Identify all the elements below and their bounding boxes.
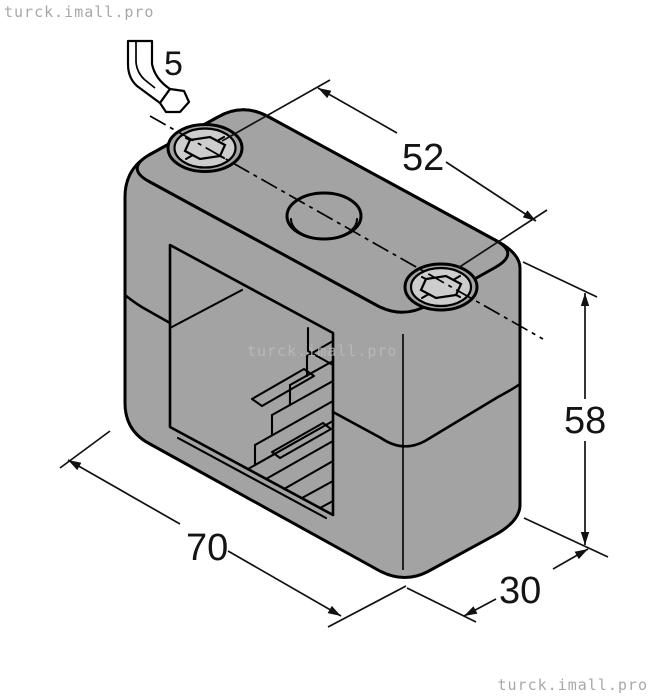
split-line-right xyxy=(331,382,522,448)
clamp-screw-right xyxy=(403,262,479,312)
dimension-depth: 30 xyxy=(406,548,589,623)
dimension-top-length: 52 xyxy=(221,79,548,269)
serration-slats xyxy=(176,339,335,520)
watermark-bottom-right: turck.imall.pro xyxy=(498,676,648,694)
dimension-hex-key-size: 5 xyxy=(164,45,183,83)
back-wall-edge xyxy=(306,326,335,367)
center-line xyxy=(149,115,544,340)
dimension-depth-value: 30 xyxy=(499,570,541,612)
window-ceiling-edge xyxy=(168,288,244,330)
split-line-left xyxy=(123,293,172,325)
watermark-top-left: turck.imall.pro xyxy=(4,3,154,21)
center-hole xyxy=(285,191,363,241)
hex-key-icon xyxy=(126,39,191,114)
dimension-height-value: 58 xyxy=(564,400,606,442)
dimension-top-length-value: 52 xyxy=(402,137,444,179)
dimension-height: 58 xyxy=(522,261,609,558)
dimension-bottom-length: 70 xyxy=(59,430,407,628)
dimension-bottom-length-value: 70 xyxy=(186,527,228,569)
window-outline xyxy=(168,243,335,517)
watermark-center: turck.imall.pro xyxy=(247,342,397,360)
hex-socket xyxy=(419,274,463,300)
clamp-window xyxy=(168,243,335,520)
